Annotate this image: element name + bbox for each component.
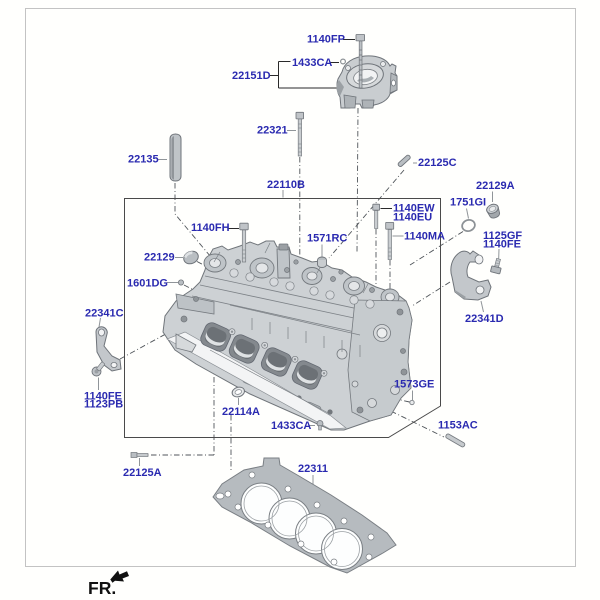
svg-text:22125A: 22125A: [123, 467, 162, 479]
svg-text:22114A: 22114A: [222, 406, 260, 418]
svg-text:22129A: 22129A: [476, 180, 515, 192]
svg-text:1140EW: 1140EW: [393, 203, 435, 215]
svg-text:22135: 22135: [128, 154, 159, 166]
svg-text:22341D: 22341D: [465, 313, 504, 325]
svg-text:22129: 22129: [144, 252, 175, 264]
svg-text:1140FH: 1140FH: [191, 222, 230, 234]
svg-text:1153AC: 1153AC: [438, 420, 478, 432]
svg-text:1573GE: 1573GE: [394, 379, 434, 391]
svg-text:1751GI: 1751GI: [450, 197, 486, 209]
svg-text:FR.: FR.: [88, 578, 116, 598]
svg-text:1433CA: 1433CA: [271, 420, 311, 432]
svg-text:22311: 22311: [298, 463, 328, 475]
svg-text:1601DG: 1601DG: [127, 278, 168, 290]
svg-text:1123PB: 1123PB: [84, 399, 123, 411]
svg-text:1140EU: 1140EU: [393, 212, 432, 224]
svg-text:1140FE: 1140FE: [483, 238, 521, 250]
svg-text:1140FP: 1140FP: [307, 34, 345, 46]
svg-text:22151D: 22151D: [232, 70, 271, 82]
svg-text:22110B: 22110B: [267, 179, 305, 191]
svg-text:1571RC: 1571RC: [307, 233, 347, 245]
svg-text:1140MA: 1140MA: [404, 231, 445, 243]
svg-text:22321: 22321: [257, 125, 288, 137]
svg-text:1433CA: 1433CA: [292, 57, 332, 69]
svg-text:22125C: 22125C: [418, 157, 457, 169]
svg-text:22341C: 22341C: [85, 308, 124, 320]
svg-text:1125GF: 1125GF: [483, 230, 522, 242]
svg-text:1140FE: 1140FE: [84, 391, 122, 403]
